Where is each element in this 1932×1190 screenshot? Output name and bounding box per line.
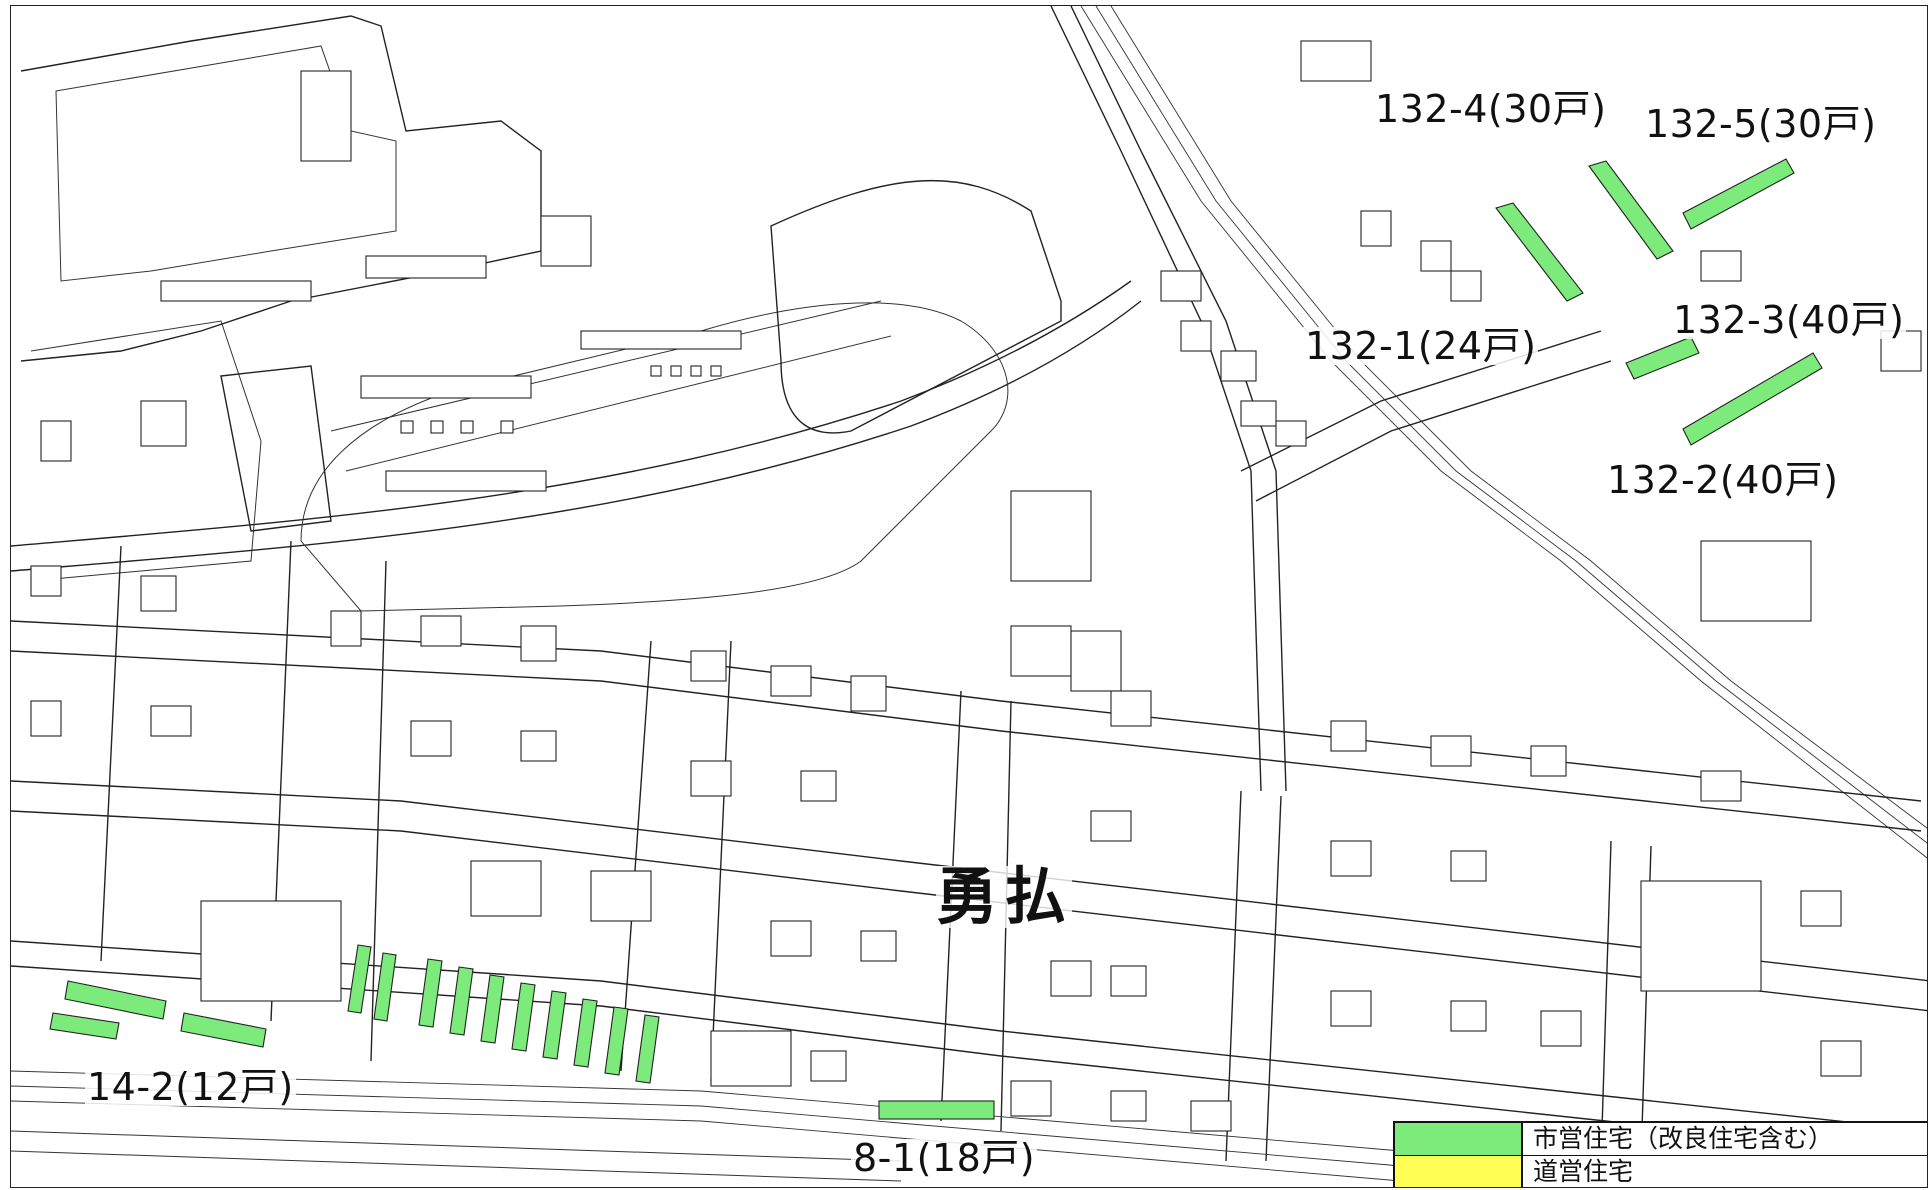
housing-row-2 <box>373 952 397 1022</box>
legend-label-municipal: 市営住宅（改良住宅含む） <box>1533 1124 1834 1153</box>
road-network <box>11 6 1927 1182</box>
buildings <box>30 40 1922 1132</box>
label-132-1: 132-1(24戸) <box>1303 324 1539 368</box>
label-132-2: 132-2(40戸) <box>1605 458 1841 502</box>
legend: 市営住宅（改良住宅含む） 道営住宅 <box>1393 1121 1927 1187</box>
housing-132-5-b <box>1682 158 1795 230</box>
housing-14-2-c <box>180 1012 267 1048</box>
housing-8-1 <box>878 1100 995 1120</box>
housing-row-7 <box>542 990 567 1060</box>
label-132-5: 132-5(30戸) <box>1643 102 1879 146</box>
base-map <box>11 6 1927 1182</box>
housing-row-4 <box>449 966 474 1036</box>
housing-132-3 <box>1625 336 1700 380</box>
housing-row-9 <box>604 1006 629 1076</box>
municipal-housing <box>49 158 1823 1120</box>
housing-row-5 <box>480 974 505 1044</box>
label-132-3: 132-3(40戸) <box>1671 298 1907 342</box>
housing-row-10 <box>635 1014 660 1084</box>
housing-row-6 <box>511 982 536 1052</box>
legend-row-prefectural: 道営住宅 <box>1395 1156 1927 1187</box>
label-132-4: 132-4(30戸) <box>1373 87 1609 131</box>
legend-swatch-municipal <box>1395 1123 1523 1155</box>
housing-row-3 <box>418 958 443 1028</box>
housing-132-4 <box>1495 202 1584 302</box>
legend-swatch-prefectural <box>1395 1156 1523 1187</box>
legend-label-prefectural: 道営住宅 <box>1533 1157 1634 1186</box>
label-8-1: 8-1(18戸) <box>851 1136 1038 1180</box>
housing-14-2-b <box>49 1012 120 1040</box>
housing-row-1 <box>347 944 372 1014</box>
housing-14-2-a <box>64 980 167 1020</box>
housing-row-8 <box>573 998 598 1068</box>
label-14-2: 14-2(12戸) <box>85 1065 296 1109</box>
map-frame: 132-4(30戸) 132-5(30戸) 132-1(24戸) 132-3(4… <box>10 5 1928 1188</box>
area-name: 勇払 <box>936 860 1073 933</box>
housing-132-2 <box>1682 352 1823 446</box>
housing-132-5-a <box>1588 160 1674 260</box>
legend-row-municipal: 市営住宅（改良住宅含む） <box>1395 1123 1927 1156</box>
